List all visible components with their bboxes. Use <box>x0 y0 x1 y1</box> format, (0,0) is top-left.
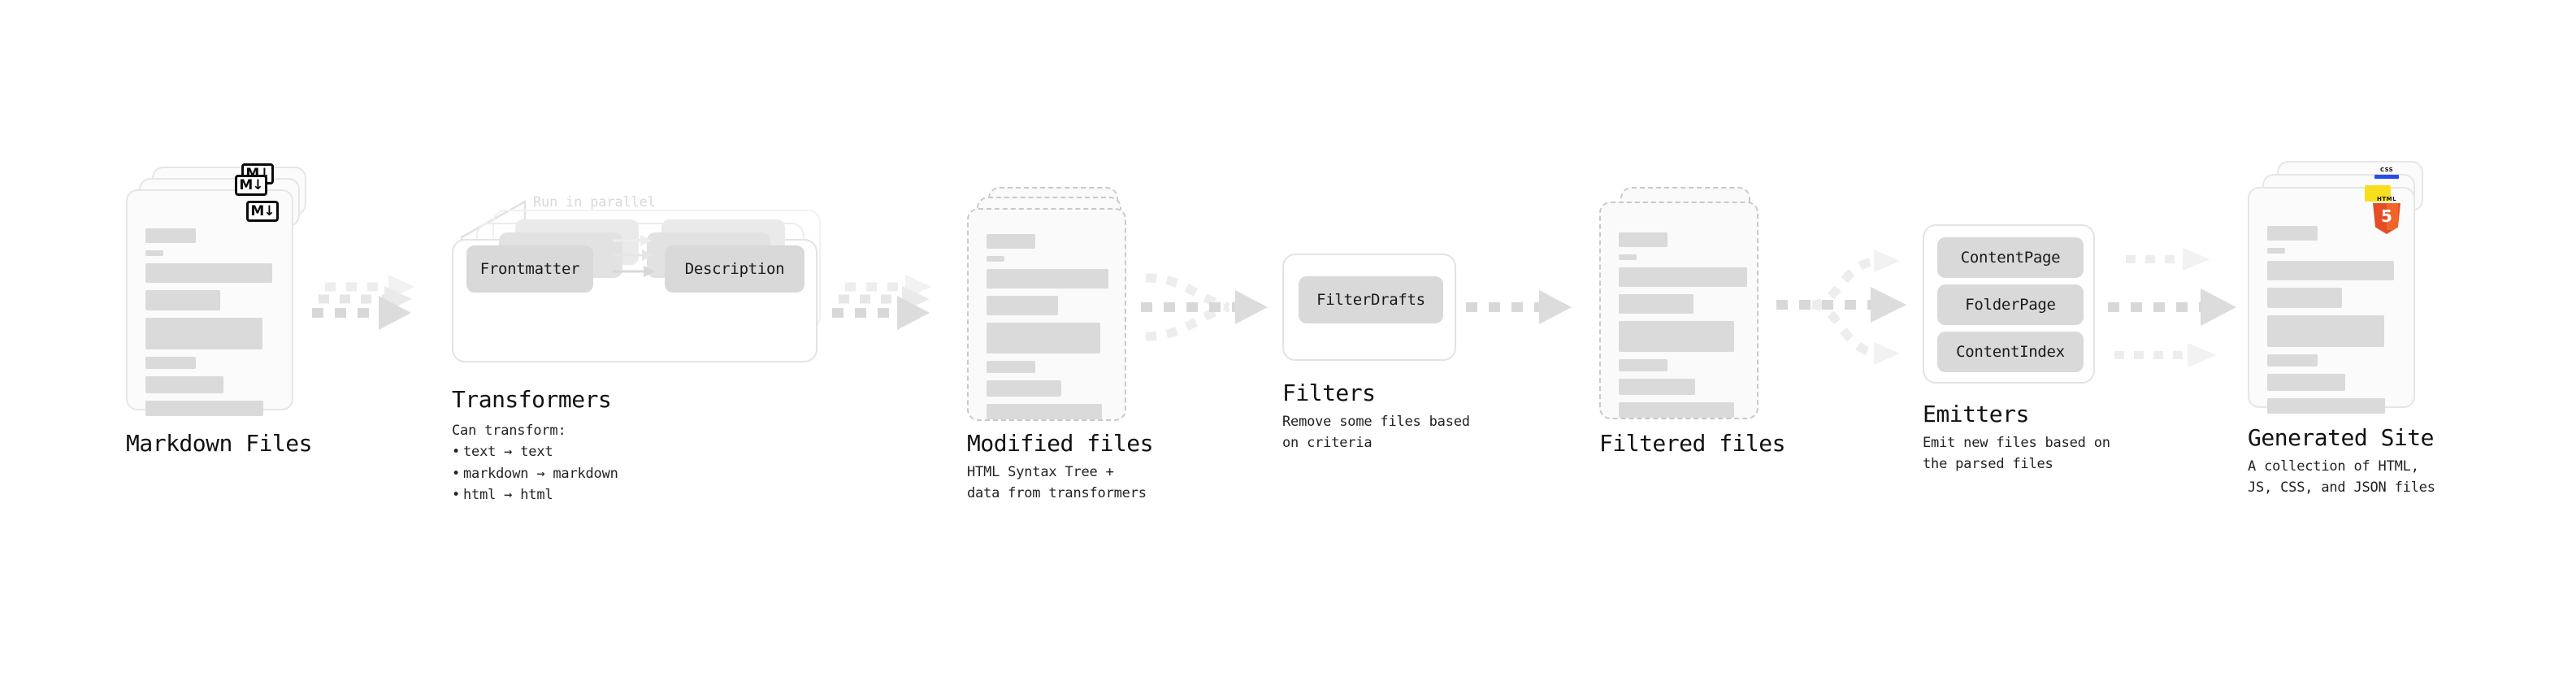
html5-badge: HTML 5 <box>2371 197 2402 234</box>
skeleton-bar <box>2267 226 2318 241</box>
generated-site-content <box>2249 189 2413 414</box>
skeleton-bar <box>1619 379 1695 395</box>
connector-filters-to-filtered <box>1466 290 1572 324</box>
emitter-pill-label: ContentIndex <box>1956 343 2065 361</box>
skeleton-bar <box>145 250 163 256</box>
transformers-title: Transformers <box>452 386 612 413</box>
modified-files-card-stack <box>967 187 1146 423</box>
emitters-title: Emitters <box>1923 401 2029 427</box>
list-item: text → text <box>452 441 618 463</box>
modified-files-content <box>969 210 1125 419</box>
filters-title: Filters <box>1282 380 1376 406</box>
html5-badge-word: HTML <box>2376 196 2397 202</box>
css3-badge: CSS <box>2373 167 2400 180</box>
emitters-container: ContentPage FolderPage ContentIndex <box>1923 224 2095 384</box>
transformers-bullets: Can transform: text → text markdown → ma… <box>452 420 618 506</box>
skeleton-bar <box>987 296 1058 315</box>
skeleton-bar <box>1619 402 1734 418</box>
list-item: html → html <box>452 484 618 506</box>
skeleton-bar <box>2267 261 2394 280</box>
emitters-desc: Emit new files based on the parsed files <box>1923 435 2110 473</box>
filter-pill-label: FilterDrafts <box>1316 291 1425 309</box>
filtered-files-title: Filtered files <box>1599 430 1786 457</box>
skeleton-bar <box>145 228 196 243</box>
connector-transformers-to-modified <box>832 275 931 330</box>
filters-container: FilterDrafts <box>1282 254 1456 361</box>
css3-badge-label: CSS <box>2380 167 2393 173</box>
filter-pill-filterdrafts[interactable]: FilterDrafts <box>1299 276 1443 323</box>
skeleton-bar <box>2267 248 2285 254</box>
transformers-bullets-heading: Can transform: <box>452 423 566 439</box>
skeleton-bar <box>145 357 196 369</box>
skeleton-bar <box>145 263 272 283</box>
filters-desc: Remove some files based on criteria <box>1282 414 1470 452</box>
generated-site-card-stack: CSS HTML 5 <box>2248 161 2435 414</box>
transformer-pill-label: Frontmatter <box>479 260 580 278</box>
transformer-pill-label: Description <box>684 260 785 278</box>
filtered-files-content <box>1601 203 1757 418</box>
skeleton-bar <box>987 234 1035 249</box>
css3-badge-bar <box>2374 175 2399 179</box>
connector-modified-to-filters <box>1141 273 1268 341</box>
skeleton-bar <box>987 256 1004 262</box>
skeleton-bar <box>145 318 262 349</box>
skeleton-bar <box>145 376 223 393</box>
emitter-pill-label: FolderPage <box>1965 296 2056 314</box>
markdown-files-title: Markdown Files <box>126 430 313 457</box>
skeleton-bar <box>2267 315 2384 347</box>
skeleton-bar <box>1619 267 1747 287</box>
skeleton-bar <box>987 404 1102 419</box>
modified-files-sheet-front <box>967 208 1126 421</box>
html5-badge-number: 5 <box>2381 206 2392 226</box>
skeleton-bar <box>1619 232 1667 247</box>
list-item: markdown → markdown <box>452 463 618 485</box>
connector-markdown-to-transformers <box>312 275 414 330</box>
skeleton-bar <box>1619 294 1693 314</box>
skeleton-bar <box>987 380 1061 397</box>
markdown-files-sheet-front <box>126 189 293 416</box>
generated-site-desc: A collection of HTML, JS, CSS, and JSON … <box>2248 458 2435 497</box>
transformers-group: Run in parallel Frontmatter Description <box>452 192 826 362</box>
generated-site-title: Generated Site <box>2248 424 2435 451</box>
emitter-pill-contentpage[interactable]: ContentPage <box>1937 237 2084 278</box>
emitter-pill-label: ContentPage <box>1960 249 2061 267</box>
skeleton-bar <box>2267 354 2318 367</box>
skeleton-bar <box>2267 288 2342 308</box>
transformers-bullet-list: text → text markdown → markdown html → h… <box>452 441 618 505</box>
transformer-pill-frontmatter[interactable]: Frontmatter <box>466 245 593 293</box>
transformer-pill-description[interactable]: Description <box>665 245 804 293</box>
markdown-files-card-stack: M↓ M↓ M↓ <box>126 163 313 416</box>
skeleton-bar <box>145 401 263 416</box>
emitter-pill-folderpage[interactable]: FolderPage <box>1937 284 2084 325</box>
js-badge <box>2365 185 2391 202</box>
skeleton-bar <box>987 361 1035 373</box>
filtered-files-sheet-front <box>1599 202 1759 419</box>
run-in-parallel-label: Run in parallel <box>533 194 656 210</box>
skeleton-bar <box>987 269 1108 288</box>
modified-files-desc: HTML Syntax Tree + data from transformer… <box>967 464 1147 502</box>
filtered-files-card-stack <box>1599 187 1778 423</box>
skeleton-bar <box>2267 374 2345 391</box>
skeleton-bar <box>2267 398 2385 414</box>
skeleton-bar <box>987 323 1100 354</box>
skeleton-bar <box>1619 359 1667 371</box>
skeleton-bar <box>1619 254 1637 260</box>
skeleton-bar <box>1619 321 1734 352</box>
modified-files-title: Modified files <box>967 430 1154 457</box>
markdown-badge-label: M↓ <box>239 177 263 193</box>
markdown-badge-back-1: M↓ <box>235 175 267 196</box>
transformer-internal-arrows <box>613 235 656 277</box>
markdown-files-content <box>128 191 292 416</box>
markdown-badge-label: M↓ <box>250 202 275 219</box>
markdown-badge: M↓ <box>246 201 279 222</box>
connector-filtered-to-emitters <box>1776 249 1906 365</box>
emitter-pill-contentindex[interactable]: ContentIndex <box>1937 332 2084 372</box>
connector-emitters-to-site <box>2108 248 2236 367</box>
skeleton-bar <box>145 290 220 310</box>
html5-badge-shield: 5 <box>2373 203 2400 234</box>
